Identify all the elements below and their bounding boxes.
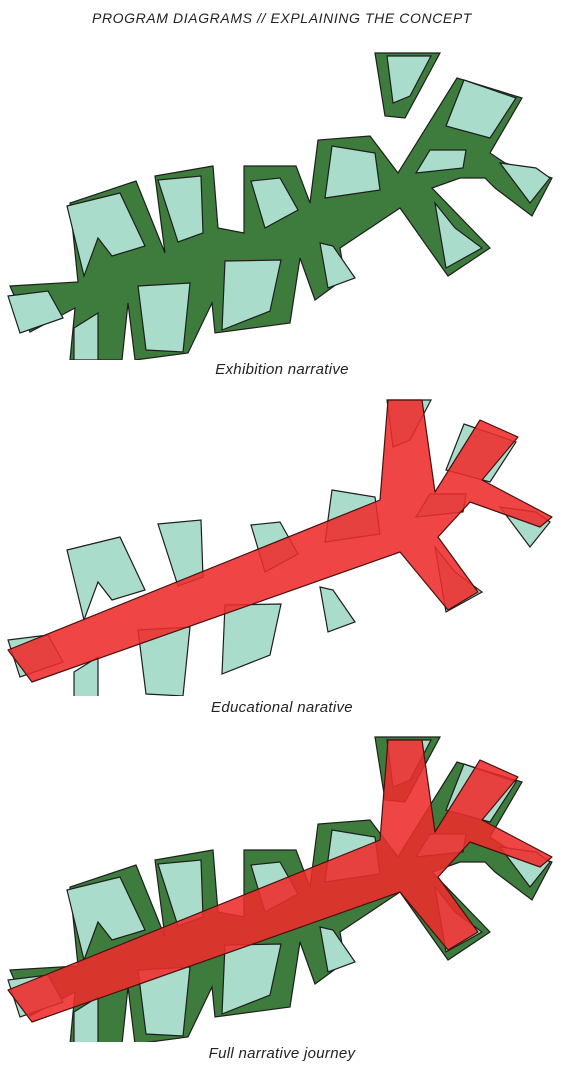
- exhibition-rooms: [7, 55, 551, 360]
- exhibition-narrative-caption: Exhibition narrative: [215, 361, 349, 378]
- educational-narrative-diagram: [7, 399, 553, 696]
- full-narrative-journey-diagram: [7, 736, 553, 1042]
- educational-narrative-caption: Educational narative: [211, 699, 353, 716]
- exhibition-narrative-diagram: [7, 52, 553, 360]
- full-narrative-journey-caption: Full narrative journey: [208, 1045, 356, 1062]
- full-educational-path: [7, 739, 553, 1023]
- educational-path: [7, 399, 553, 683]
- page-title: PROGRAM DIAGRAMS // EXPLAINING THE CONCE…: [92, 10, 472, 26]
